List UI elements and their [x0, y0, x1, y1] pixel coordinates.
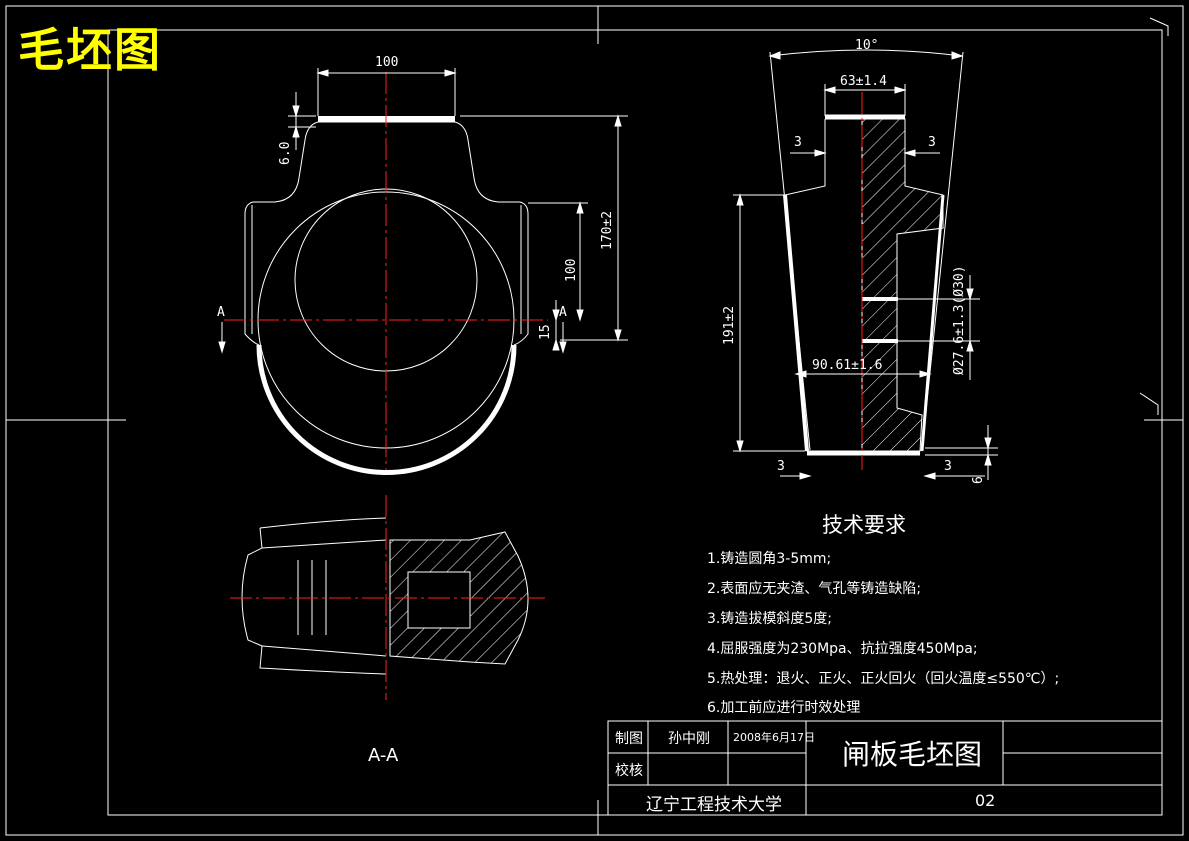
dim-total-height: 170±2 [600, 211, 615, 250]
dim-hole: Ø27.6±1.3(Ø30) [952, 265, 967, 375]
dim-top-height: 6.0 [278, 142, 293, 165]
section-dimensions [733, 49, 998, 480]
dim-angle: 10° [855, 38, 878, 53]
check-label: 校核 [615, 763, 643, 779]
tech-item: 6.加工前应进行时效处理 [707, 700, 861, 716]
front-dimensions [218, 68, 628, 354]
dim-step-right: 3 [928, 135, 936, 150]
section-aa-view [241, 517, 529, 675]
dim-height: 191±2 [722, 306, 737, 345]
dim-top-width: 100 [375, 55, 398, 70]
tech-item: 1.铸造圆角3-5mm; [707, 551, 832, 567]
drawn-date: 2008年6月17日 [733, 731, 815, 744]
outer-frame [5, 5, 1184, 836]
section-aa-centerlines [230, 495, 545, 700]
dim-step-left: 3 [794, 135, 802, 150]
side-section-view [783, 114, 945, 456]
section-label: A-A [368, 745, 399, 766]
section-mark-right: A [559, 305, 567, 320]
tech-item: 5.热处理：退火、正火、正火回火（回火温度≤550℃）; [707, 671, 1060, 687]
dim-base-right: 3 [944, 459, 952, 474]
drawn-by: 孙中刚 [668, 731, 710, 747]
dim-neck: 63±1.4 [840, 74, 887, 89]
dim-bore: 100 [564, 259, 579, 282]
front-centerlines [224, 72, 548, 470]
tech-item: 4.屈服强度为230Mpa、抗拉强度450Mpa; [707, 641, 978, 657]
tech-item: 2.表面应无夹渣、气孔等铸造缺陷; [707, 581, 922, 597]
inner-frame [107, 29, 1163, 816]
dim-base-left: 3 [777, 459, 785, 474]
centering-marks [6, 6, 1183, 835]
drawn-label: 制图 [615, 731, 643, 747]
tech-requirements-title: 技术要求 [822, 513, 906, 537]
stamp-title: 毛坯图 [18, 23, 162, 77]
section-mark-left: A [217, 305, 225, 320]
dim-base-thick: 6 [971, 476, 986, 484]
drawing-number: 02 [975, 791, 996, 810]
dim-bore-width: 90.61±1.6 [812, 358, 882, 373]
tech-item: 3.铸造拔模斜度5度; [707, 611, 832, 627]
dim-offset: 15 [538, 324, 553, 340]
organization: 辽宁工程技术大学 [646, 795, 782, 815]
drawing-title: 闸板毛坯图 [842, 738, 983, 771]
